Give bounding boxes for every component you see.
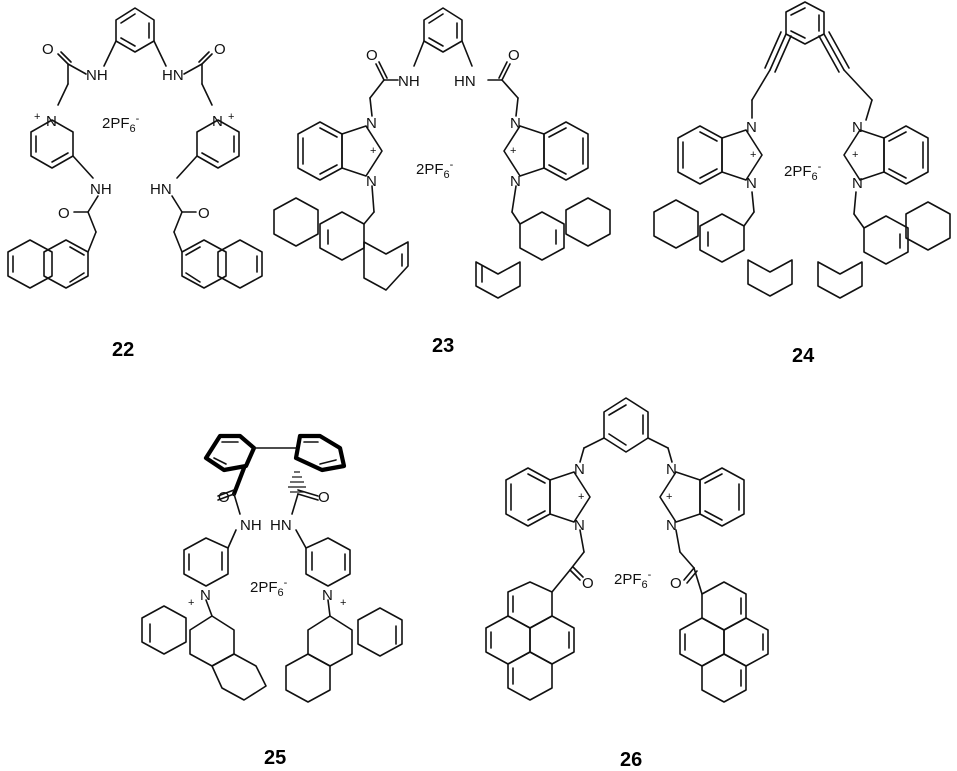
anthracene-left (141, 599, 267, 701)
carbonyl-o-label: O (58, 205, 70, 222)
carbonyl-o-label: O (318, 489, 330, 506)
biphenyl-right-inner (253, 441, 337, 465)
compound-number: 23 (432, 335, 454, 357)
counterion-label: 2PF6- (102, 113, 140, 135)
biphenyl-left-inner (213, 441, 239, 465)
pyridinium-n-label: N (46, 113, 57, 130)
positive-charge: + (34, 111, 40, 123)
imidazolium-n-label: N (666, 517, 677, 534)
carbonyl-o-label: O (670, 575, 682, 592)
pyridinium-ring-left (183, 537, 229, 587)
compound-23-structure: NH HN O O N N + N N + 2PF6- 23 (273, 7, 611, 357)
benzimidazolium-left (505, 467, 591, 527)
amide-hn-label: HN (150, 181, 172, 198)
imidazolium-n-label: N (574, 461, 585, 478)
carbonyl-o-label: O (582, 575, 594, 592)
imidazolium-n-label: N (852, 175, 863, 192)
imidazolium-n-label: N (366, 115, 377, 132)
imidazolium-n-label: N (510, 173, 521, 190)
compound-number: 24 (792, 345, 815, 367)
positive-charge: + (510, 145, 516, 157)
amide-nh-label: NH (398, 73, 420, 90)
carbonyl-o-label: O (198, 205, 210, 222)
positive-charge: + (750, 149, 756, 161)
compound-22-structure: NH HN O O N + N + NH HN O O 2PF6- 22 (7, 7, 263, 361)
positive-charge: + (578, 491, 584, 503)
counterion-label: 2PF6- (784, 161, 822, 183)
anthracene-left (653, 191, 793, 297)
amide-hn-label: HN (270, 517, 292, 534)
benzene-ring (423, 7, 463, 53)
carbonyl-o-label: O (214, 41, 226, 58)
pyridinium-n-label: N (322, 587, 333, 604)
pyridinium-n-label: N (200, 587, 211, 604)
imidazolium-n-label: N (746, 119, 757, 136)
compound-number: 25 (264, 747, 286, 769)
amide-linkers (369, 40, 519, 117)
pyrene-right (679, 581, 769, 703)
imidazolium-n-label: N (574, 517, 585, 534)
pyridinium-ring-right (305, 537, 351, 587)
anthracene-right (817, 191, 951, 299)
amide-nh-label: NH (240, 517, 262, 534)
amide-linkers (217, 489, 319, 549)
amide-hn-label: HN (162, 67, 184, 84)
compound-25-structure: O O NH HN N + N + 2PF6- 25 (141, 433, 403, 769)
anthracene-left (273, 185, 409, 291)
imidazolium-n-label: N (510, 115, 521, 132)
biphenyl-right-ring (293, 433, 347, 473)
positive-charge: + (666, 491, 672, 503)
ketone-linkers (551, 529, 703, 595)
anthracene-right (285, 599, 403, 703)
benzimidazolium-left (297, 121, 383, 181)
positive-charge: + (852, 149, 858, 161)
pyrene-left (485, 581, 575, 701)
meta-xylylene-ring (579, 397, 673, 463)
biphenyl-left-ring (203, 433, 257, 473)
pyridinium-ring-right (196, 119, 240, 169)
counterion-label: 2PF6- (614, 569, 652, 591)
anthracene-right (475, 185, 611, 299)
imidazolium-n-label: N (746, 175, 757, 192)
alkyne-linkers (751, 31, 873, 121)
compound-number: 22 (112, 339, 134, 361)
benzimidazolium-right (659, 467, 745, 527)
amide-linkers (57, 40, 213, 106)
pyridinium-ring-left (30, 119, 74, 169)
compound-26-structure: N N + N N + O O 2PF6- 26 (485, 397, 769, 771)
counterion-label: 2PF6- (416, 159, 454, 181)
compound-24-structure: N N + N N + 2PF6- 24 (653, 1, 951, 367)
imidazolium-n-label: N (666, 461, 677, 478)
positive-charge: + (228, 111, 234, 123)
amide-nh-label: NH (90, 181, 112, 198)
amide-hn-label: HN (454, 73, 476, 90)
benzimidazolium-right (503, 121, 589, 181)
naphthalene-right (181, 239, 263, 289)
benzimidazolium-left (677, 125, 763, 185)
positive-charge: + (188, 597, 194, 609)
imidazolium-n-label: N (852, 119, 863, 136)
carbonyl-o-label: O (366, 47, 378, 64)
positive-charge: + (370, 145, 376, 157)
carbonyl-o-label: O (42, 41, 54, 58)
amide-nh-label: NH (86, 67, 108, 84)
counterion-label: 2PF6- (250, 577, 288, 599)
atropisomer-bond (231, 465, 247, 497)
pyridinium-n-label: N (212, 113, 223, 130)
benzimidazolium-right (843, 125, 929, 185)
hashed-wedge-bond (288, 471, 306, 493)
benzene-ring (785, 1, 825, 45)
benzene-ring (115, 7, 155, 53)
carbonyl-o-label: O (218, 489, 230, 506)
lower-amides (72, 155, 198, 253)
naphthalene-left (7, 239, 89, 289)
imidazolium-n-label: N (366, 173, 377, 190)
carbonyl-o-label: O (508, 47, 520, 64)
compound-number: 26 (620, 749, 642, 771)
positive-charge: + (340, 597, 346, 609)
